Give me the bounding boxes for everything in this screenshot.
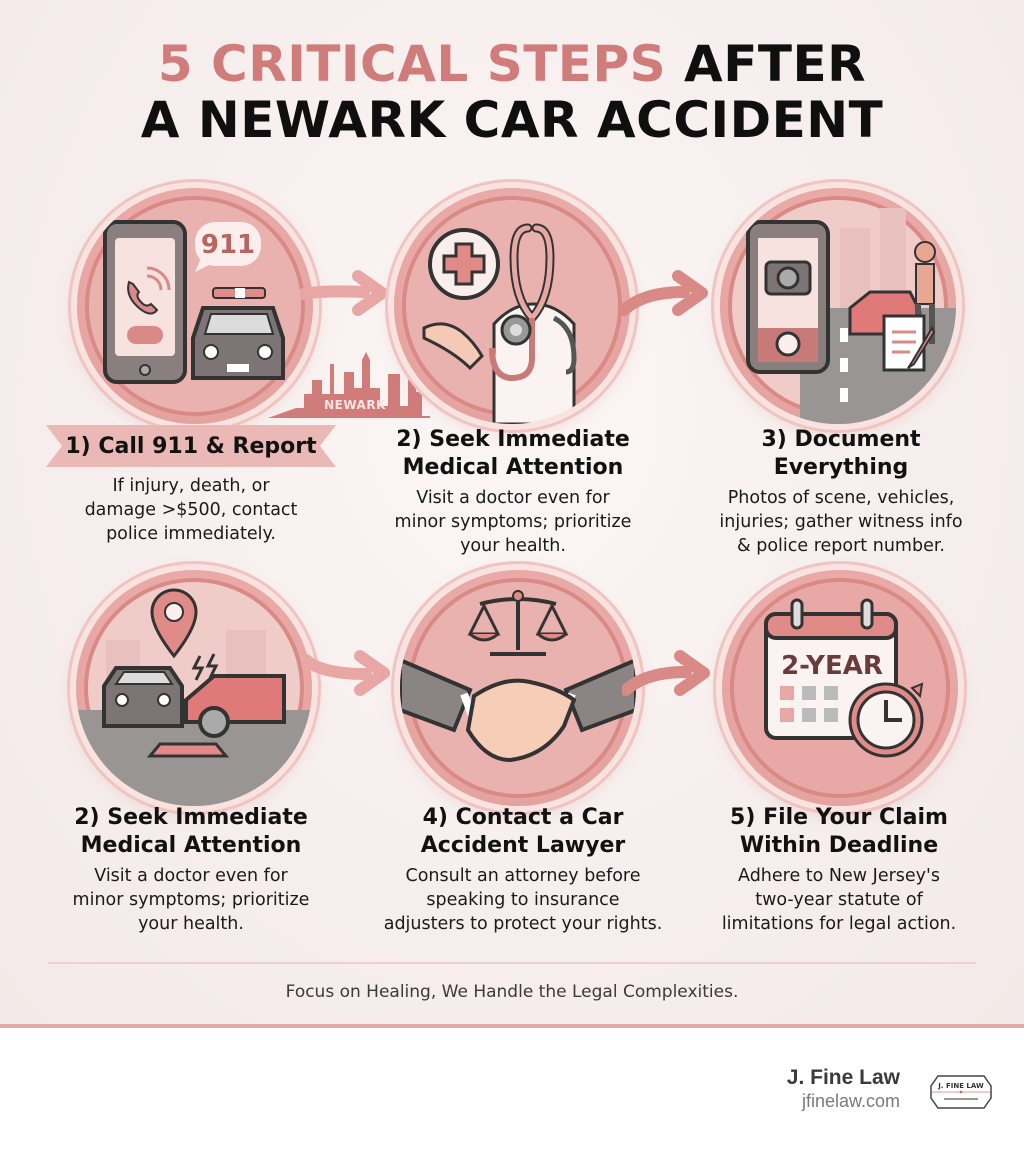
arrow-step-2-to-3-icon [620, 270, 710, 316]
step-6-title: 5) File Your Claim Within Deadline [730, 805, 948, 858]
step-2-desc: Visit a doctor even for minor symptoms; … [394, 488, 632, 556]
stethoscope-medical-cross-icon [394, 188, 630, 424]
step-3-text: 3) Document Everything Photos of scene, … [686, 426, 996, 558]
handshake-scales-of-justice-icon [400, 570, 636, 806]
step-2-text: 2) Seek Immediate Medical Attention Visi… [358, 426, 668, 558]
svg-text:2-YEAR: 2-YEAR [781, 651, 883, 681]
step-1-title: 1) Call 911 & Report [65, 433, 317, 459]
phone-911-police-car-icon: 911 [77, 188, 313, 424]
tagline: Focus on Healing, We Handle the Legal Co… [285, 982, 739, 1002]
arrow-step-5-to-6-icon [622, 650, 712, 696]
svg-text:J. FINE LAW: J. FINE LAW [937, 1082, 984, 1090]
calendar-clock-deadline-icon: 2-YEAR [722, 570, 958, 806]
brand-block: J. Fine Law jfinelaw.com [787, 1066, 900, 1112]
title-line-2: A NEWARK CAR ACCIDENT [140, 91, 884, 149]
step-3-desc: Photos of scene, vehicles, injuries; gat… [719, 488, 963, 556]
newark-skyline-icon: NEWARK [268, 350, 430, 420]
car-collision-location-pin-icon [76, 570, 312, 806]
step-5-title: 4) Contact a Car Accident Lawyer [420, 805, 626, 858]
step-5-desc: Consult an attorney before speaking to i… [383, 866, 663, 934]
step-1-desc: If injury, death, or damage >$500, conta… [84, 476, 298, 544]
brand-url-link[interactable]: jfinelaw.com [801, 1091, 900, 1111]
step-4-title: 2) Seek Immediate Medical Attention [74, 805, 308, 858]
divider [48, 962, 976, 964]
step-5-text: 4) Contact a Car Accident Lawyer Consult… [368, 804, 678, 936]
skyline-label: NEWARK [324, 398, 386, 412]
title-accent: 5 CRITICAL STEPS [157, 35, 667, 93]
step-4-desc: Visit a doctor even for minor symptoms; … [72, 866, 310, 934]
step-6-text: 5) File Your Claim Within Deadline Adher… [684, 804, 994, 936]
bottom-accent-bar [0, 1024, 1024, 1028]
brand-name: J. Fine Law [786, 1066, 900, 1089]
camera-phone-accident-scene-icon [720, 188, 956, 424]
step-2-title: 2) Seek Immediate Medical Attention [396, 427, 630, 480]
page-title: 5 CRITICAL STEPS AFTER A NEWARK CAR ACCI… [0, 36, 1024, 148]
svg-text:911: 911 [201, 230, 255, 260]
step-4-text: 2) Seek Immediate Medical Attention Visi… [36, 804, 346, 936]
step-1-text: If injury, death, or damage >$500, conta… [36, 470, 346, 546]
jfine-law-badge-logo-icon: J. FINE LAW [930, 1075, 992, 1109]
step-6-desc: Adhere to New Jersey's two-year statute … [721, 866, 957, 934]
step-3-title: 3) Document Everything [761, 427, 921, 480]
infographic-canvas [0, 0, 1024, 1024]
arrow-step-4-to-5-icon [302, 650, 392, 696]
arrow-step-1-to-2-icon [300, 270, 390, 316]
step-1-banner: 1) Call 911 & Report [46, 425, 336, 467]
title-rest: AFTER [684, 35, 867, 93]
